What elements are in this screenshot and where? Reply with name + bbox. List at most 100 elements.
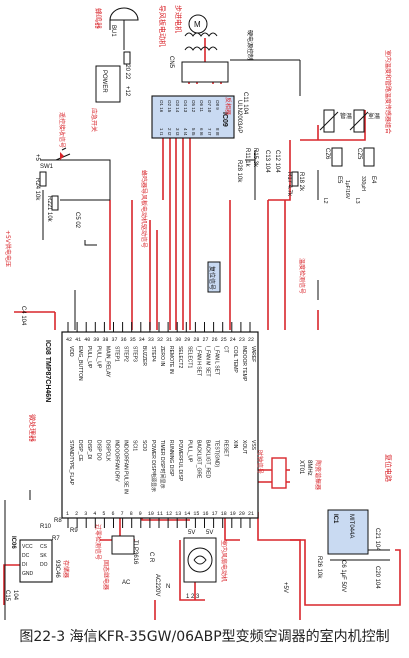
ic09-out-pin: O2 15 bbox=[167, 100, 172, 113]
c13-label: C13 104 bbox=[264, 150, 270, 173]
ic08-pin-number: 24 bbox=[230, 337, 236, 343]
ssr-label: 固态继电器 bbox=[102, 560, 110, 590]
ic08-pin-number: 1 bbox=[66, 511, 69, 517]
coil-label: 管温 bbox=[340, 112, 352, 120]
ic08-pin-label: DISP_CE bbox=[77, 440, 83, 462]
c21-label: C21 104 bbox=[374, 528, 380, 551]
reset-sig-label: 复位信号 bbox=[208, 266, 216, 290]
ic08-pin-label: CT bbox=[223, 346, 229, 353]
ic08-pin-number: 23 bbox=[239, 337, 245, 343]
ic06-right-pin: CS bbox=[40, 544, 48, 550]
r28-label: R28 10k bbox=[236, 160, 242, 183]
uh330-label: 330μH bbox=[360, 176, 366, 191]
stepper-label: 导风板电动机 bbox=[158, 5, 167, 47]
ic1-part: MIT044A bbox=[348, 514, 354, 538]
ic08-pin-number: 27 bbox=[203, 337, 209, 343]
ic08-pin-number: 16 bbox=[203, 511, 209, 517]
ic08-pin-number: 35 bbox=[130, 337, 136, 343]
ic08-pin-label: STEP4 bbox=[150, 346, 156, 362]
ac220-label: AC220V bbox=[154, 574, 160, 596]
r26-label: R26 10k bbox=[316, 556, 322, 579]
ic1-name: IC1 bbox=[332, 514, 338, 524]
ic08-pin-label: POWER DISP电源显示 bbox=[150, 440, 157, 492]
c104-label: 104 bbox=[12, 590, 18, 601]
ic08-pin-label: RUNNING DISP bbox=[168, 440, 174, 477]
ic08-pin-number: 36 bbox=[121, 337, 127, 343]
remote-sig-label: 遥控接收信号 bbox=[58, 112, 66, 148]
c6-label: C6 1μF 50V bbox=[340, 560, 346, 592]
ic06-name: IC06 bbox=[10, 536, 16, 549]
ic08-pin-label: VSS bbox=[250, 440, 256, 451]
ic08-pin-label: XIN bbox=[232, 440, 238, 449]
ic08-pin-number: 22 bbox=[248, 337, 254, 343]
ic08-pin-label: MAIN_RELAY bbox=[104, 346, 110, 378]
ic08-pin-label: SELECT2 bbox=[177, 346, 183, 368]
bu1-label: BU1 bbox=[110, 25, 116, 37]
ic08-pin-number: 29 bbox=[184, 337, 190, 343]
v5b-label: 5V bbox=[206, 530, 213, 536]
r20-body bbox=[123, 51, 131, 65]
mhz-label: 8MHz bbox=[306, 460, 312, 476]
e5-label: E5 bbox=[336, 176, 342, 184]
ic06-left-pin: GND bbox=[22, 571, 34, 577]
ic06-left-pin: DC bbox=[22, 553, 30, 559]
crystal bbox=[271, 457, 287, 489]
ic08-pin-number: 4 bbox=[93, 511, 96, 517]
ic08-pin-number: 25 bbox=[221, 337, 227, 343]
schematic-diagram: 蜂鸣器 BU1 POWER R20 22 +12 M 导风板电动机 步进电机 C… bbox=[3, 5, 401, 620]
temp-sig-label: 温度检测信号 bbox=[298, 258, 306, 294]
ic08-pin-number: 15 bbox=[193, 511, 199, 517]
ic08-pin-label: I_FAN M SET bbox=[205, 346, 211, 377]
ic08-pin-number: 42 bbox=[66, 337, 72, 343]
rst-circuit-label: 复位电路 bbox=[384, 454, 393, 482]
ic08-pin-label: BACKLIGT_RED bbox=[205, 440, 211, 478]
ic08-pin-label: INDOOR TEMP bbox=[241, 346, 247, 382]
power-label: POWER bbox=[101, 70, 107, 93]
ic09-name: IC09 bbox=[221, 112, 228, 127]
c11-label: C11 104 bbox=[242, 92, 248, 115]
cz5-connector bbox=[363, 147, 375, 167]
fan-motor bbox=[183, 537, 217, 583]
ic08-pin-number: 31 bbox=[166, 337, 172, 343]
ic08-pin-number: 11 bbox=[157, 511, 163, 517]
ic08-pin-label: VDD bbox=[68, 346, 74, 357]
ic08-pin-number: 26 bbox=[212, 337, 218, 343]
ch-sensor-label: 室内温度和管路温度传感器组合 bbox=[384, 50, 392, 134]
motor-m-label: M bbox=[194, 20, 201, 29]
remote-arrow bbox=[60, 152, 64, 160]
v5-label: +5V bbox=[282, 582, 288, 593]
ic08-pin-number: 39 bbox=[93, 337, 99, 343]
v5a-label: 5V bbox=[188, 530, 195, 536]
ic08-pin-number: 21 bbox=[248, 511, 254, 517]
ic08-pin-label: I_FAN H SET bbox=[195, 346, 201, 376]
cn5-label: CN5 bbox=[168, 56, 174, 69]
ic08-pin-number: 20 bbox=[239, 511, 245, 517]
ic06-left-pin: VCC bbox=[22, 544, 33, 550]
ic09-out-pin: O6 11 bbox=[199, 100, 204, 112]
l3-label: L3 bbox=[354, 198, 360, 204]
fan-m-label: 室内风扇电动机 bbox=[220, 540, 228, 582]
ac-label: AC bbox=[122, 580, 131, 586]
ic08-pin-label: STEP1 bbox=[114, 346, 120, 362]
ic08-pin-number: 5 bbox=[102, 511, 105, 517]
ic08-pin-number: 38 bbox=[102, 337, 108, 343]
c12-label: C12 104 bbox=[274, 150, 280, 173]
ic08-pin-number: 8 bbox=[130, 511, 133, 517]
r11-label: R11 1k bbox=[244, 148, 250, 168]
ic09-out-pin: O3 14 bbox=[175, 100, 180, 113]
cap1-label: 1μF/16V bbox=[344, 180, 350, 200]
ic09-in-pin: 2 I2 bbox=[167, 128, 172, 136]
cn5-connector bbox=[181, 61, 229, 83]
ic09-part: ULN2003AP bbox=[236, 100, 242, 133]
r20-label: R20 22 bbox=[124, 60, 130, 80]
ic08-pin-label: BACKLIGT_GRE bbox=[195, 440, 201, 479]
ic08-pin-label: SCI1 bbox=[132, 440, 138, 451]
ic08-pin-number: 13 bbox=[175, 511, 181, 517]
buzzer-label: 蜂鸣器 bbox=[94, 8, 103, 29]
cz6-connector bbox=[331, 147, 343, 167]
r221-label: R221 10k bbox=[46, 196, 52, 223]
ic09-in-pin: 3 I3 bbox=[175, 128, 180, 136]
ic08-pin-label: BUZZER bbox=[141, 346, 147, 366]
